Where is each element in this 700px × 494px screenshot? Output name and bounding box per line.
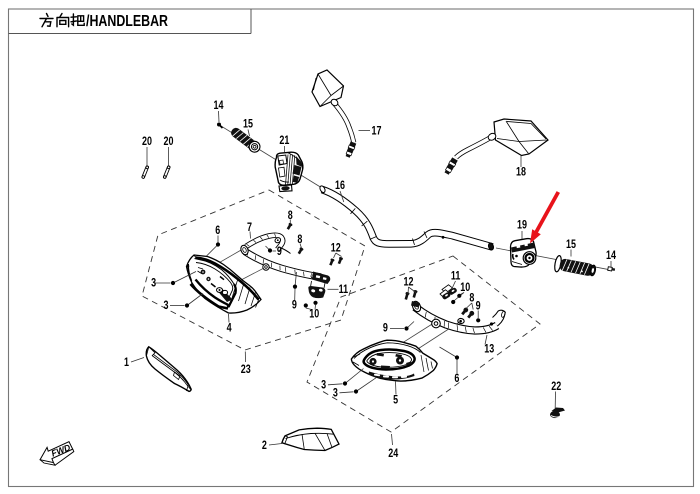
svg-text:7: 7 <box>247 222 252 234</box>
svg-text:14: 14 <box>606 250 616 262</box>
svg-text:23: 23 <box>241 364 251 376</box>
svg-text:5: 5 <box>393 395 398 407</box>
svg-text:9: 9 <box>277 246 282 258</box>
svg-text:11: 11 <box>339 284 349 296</box>
svg-text:8: 8 <box>297 234 302 246</box>
svg-text:22: 22 <box>551 381 561 393</box>
svg-text:12: 12 <box>404 276 414 288</box>
svg-text:6: 6 <box>215 225 220 237</box>
svg-text:6: 6 <box>454 373 459 385</box>
svg-text:10: 10 <box>309 308 319 320</box>
svg-text:8: 8 <box>469 293 474 305</box>
svg-text:11: 11 <box>451 271 461 283</box>
svg-text:21: 21 <box>279 135 289 147</box>
svg-text:9: 9 <box>383 323 388 335</box>
svg-text:/HANDLEBAR: /HANDLEBAR <box>86 13 168 30</box>
svg-text:2: 2 <box>262 440 267 452</box>
svg-text:3: 3 <box>151 278 156 290</box>
svg-text:18: 18 <box>516 166 526 178</box>
svg-text:19: 19 <box>517 220 527 232</box>
svg-text:9: 9 <box>476 300 481 312</box>
svg-text:4: 4 <box>227 323 232 335</box>
svg-text:20: 20 <box>164 136 174 148</box>
svg-text:12: 12 <box>331 243 341 255</box>
svg-text:3: 3 <box>321 379 326 391</box>
svg-text:1: 1 <box>124 357 129 369</box>
svg-text:13: 13 <box>484 344 494 356</box>
svg-text:20: 20 <box>142 136 152 148</box>
svg-text:10: 10 <box>460 282 470 294</box>
svg-text:17: 17 <box>372 126 382 138</box>
svg-text:15: 15 <box>243 119 253 131</box>
svg-text:3: 3 <box>333 388 338 400</box>
svg-text:24: 24 <box>388 448 398 460</box>
svg-text:FWD: FWD <box>50 442 72 458</box>
svg-text:14: 14 <box>214 100 224 112</box>
svg-text:9: 9 <box>292 300 297 312</box>
svg-text:8: 8 <box>288 210 293 222</box>
svg-text:15: 15 <box>566 239 576 251</box>
svg-text:3: 3 <box>164 300 169 312</box>
svg-text:16: 16 <box>335 180 345 192</box>
